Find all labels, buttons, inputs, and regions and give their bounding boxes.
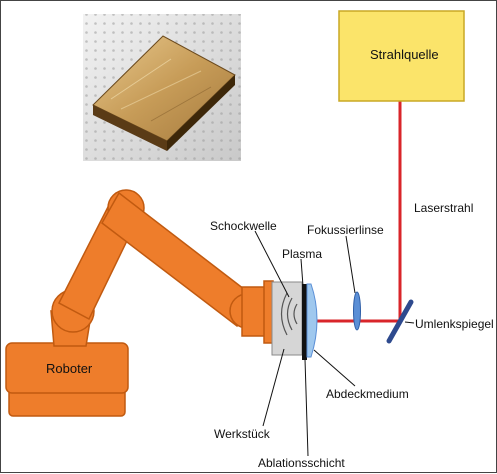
label-fokussierlinse: Fokussierlinse bbox=[307, 223, 384, 237]
laser-beam bbox=[307, 101, 402, 323]
label-roboter: Roboter bbox=[46, 361, 93, 376]
label-schockwelle: Schockwelle bbox=[210, 219, 277, 233]
label-plasma: Plasma bbox=[282, 247, 323, 261]
label-strahlquelle: Strahlquelle bbox=[370, 47, 439, 62]
beam-source-box bbox=[338, 10, 465, 102]
label-laserstrahl: Laserstrahl bbox=[414, 201, 474, 215]
shockwave-arcs bbox=[280, 292, 298, 336]
label-werkstueck: Werkstück bbox=[214, 427, 270, 441]
label-umlenkspiegel: Umlenkspiegel bbox=[415, 317, 494, 331]
label-ablationsschicht: Ablationsschicht bbox=[258, 456, 345, 470]
leader-lines bbox=[254, 230, 415, 457]
robot-arm bbox=[5, 189, 274, 417]
lens-icon bbox=[353, 291, 361, 331]
mirror-icon bbox=[386, 299, 414, 344]
cover-medium-layer bbox=[306, 283, 318, 358]
sample-plate-photo bbox=[83, 14, 241, 161]
label-abdeckmedium: Abdeckmedium bbox=[326, 387, 409, 401]
ablation-layer bbox=[302, 284, 307, 360]
